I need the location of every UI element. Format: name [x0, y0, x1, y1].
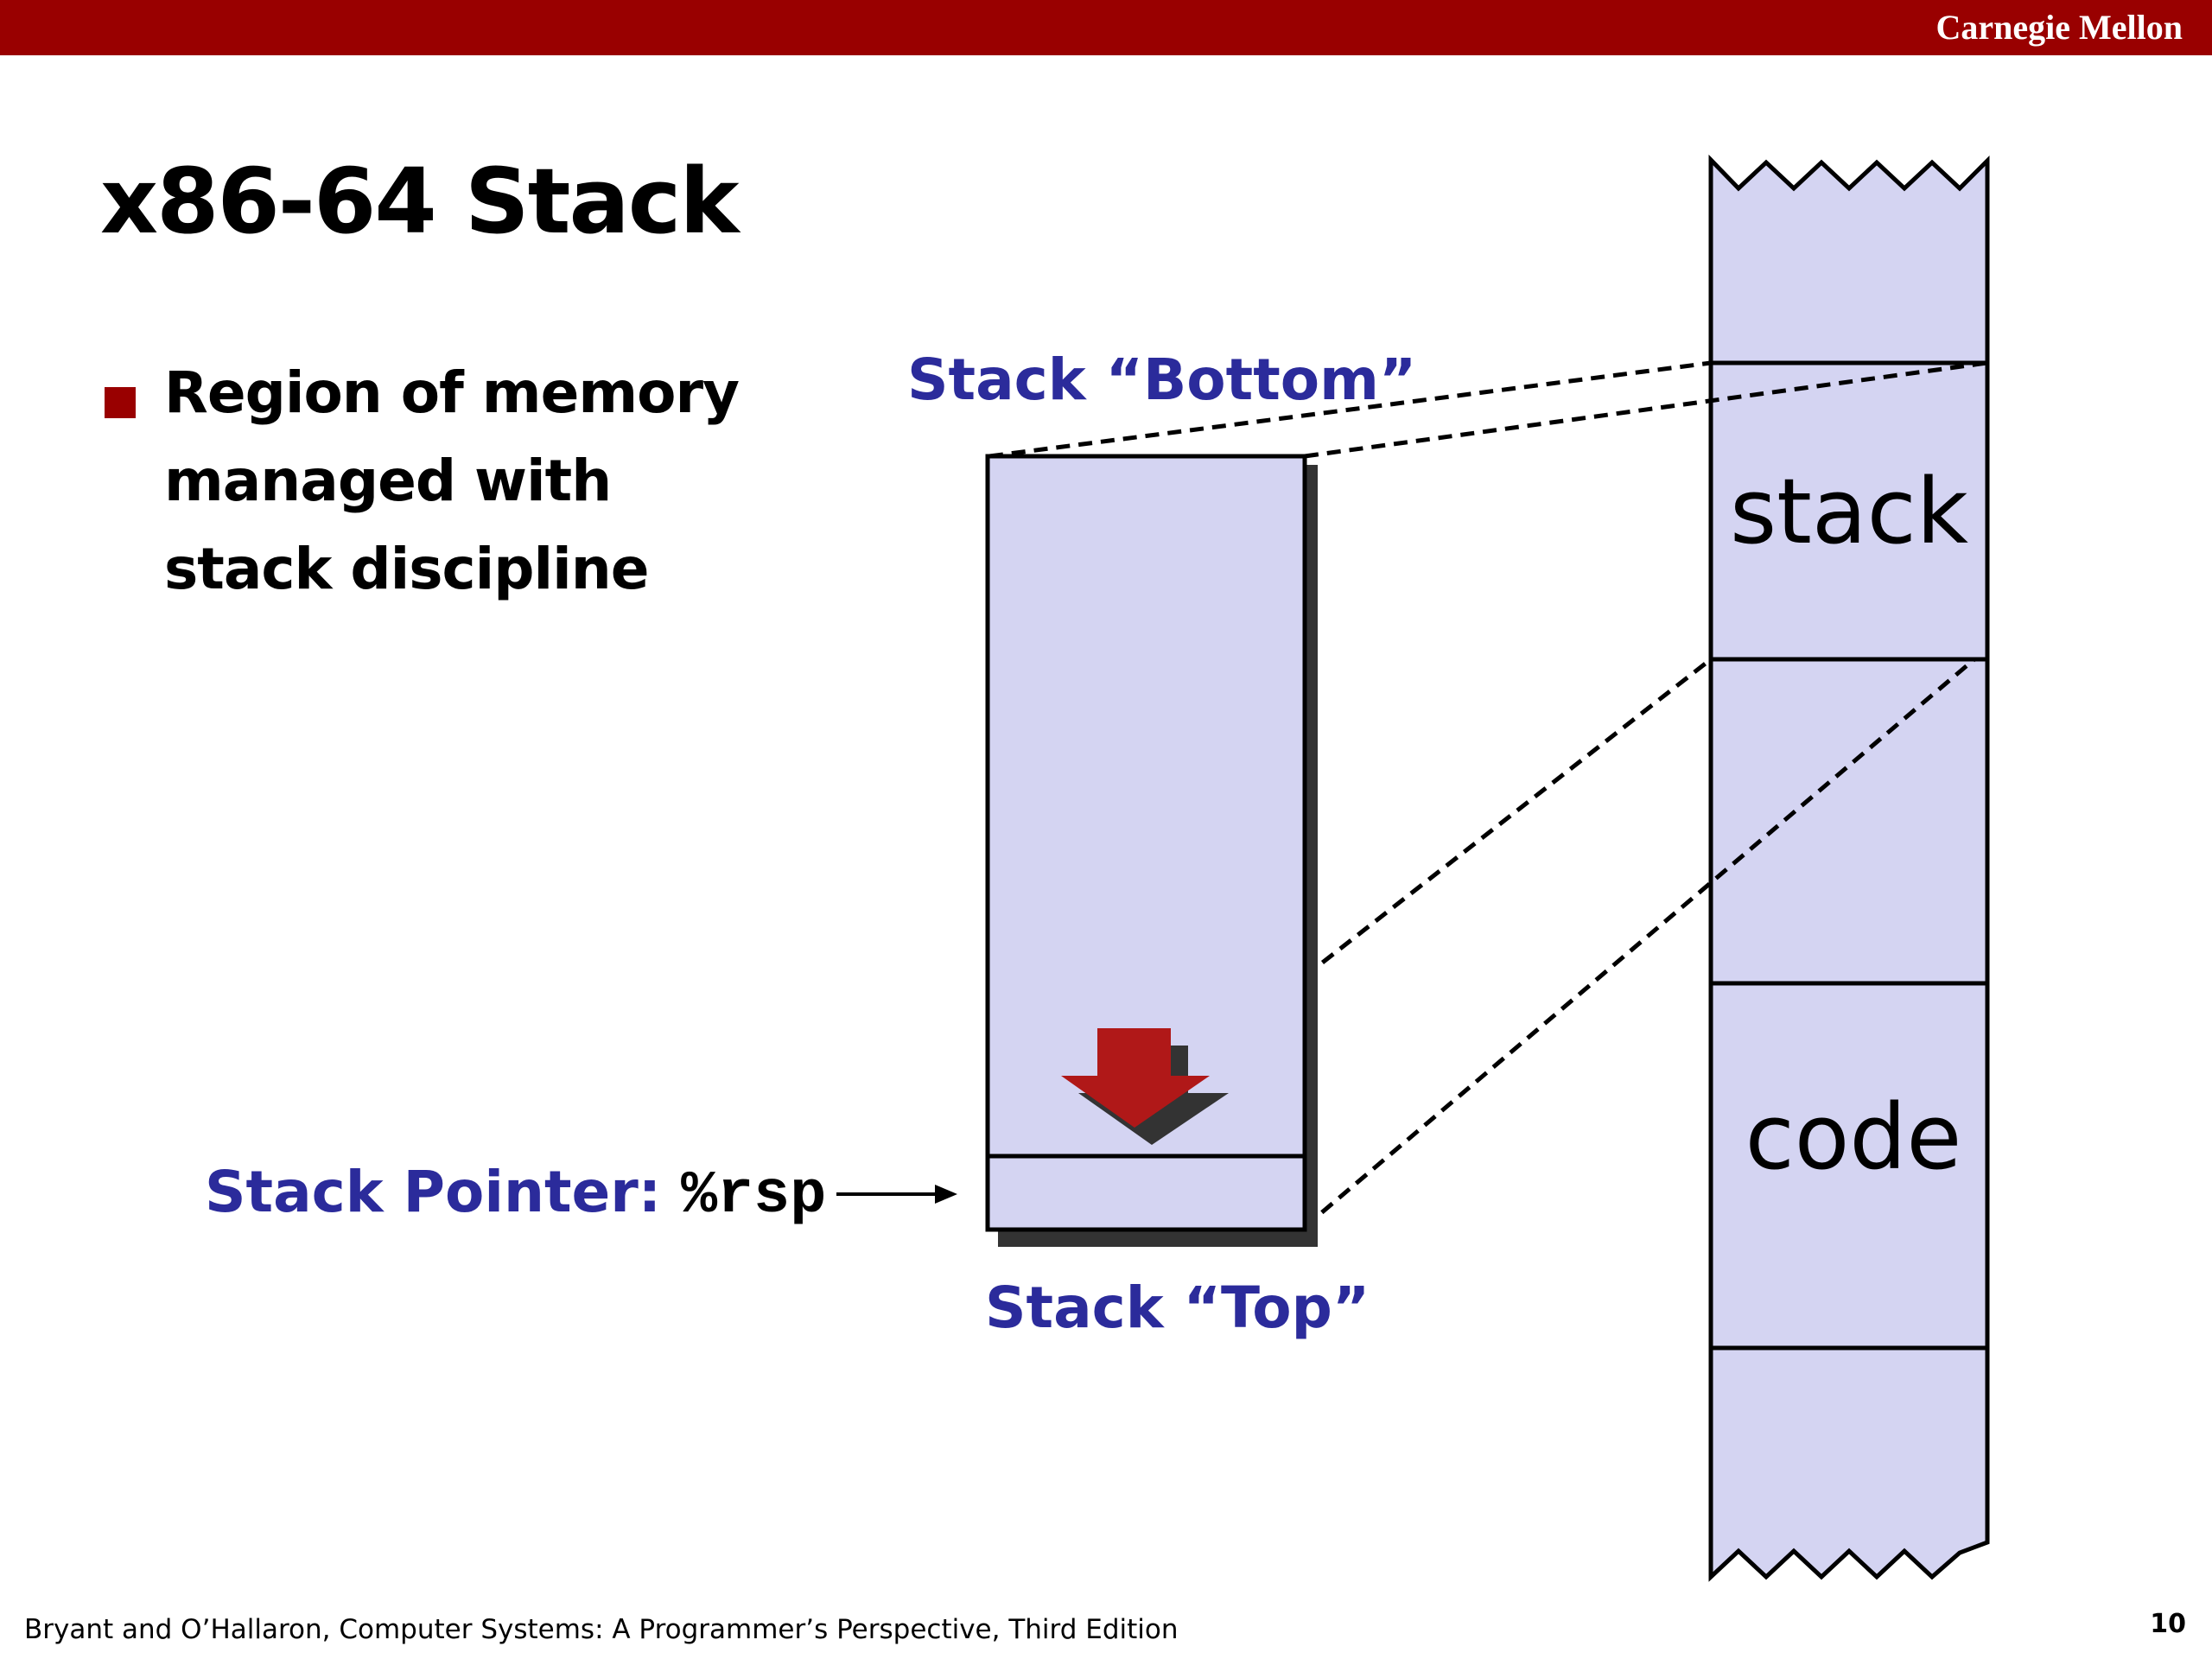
memory-column-body: [1708, 154, 1990, 1582]
footer-citation: Bryant and O’Hallaron, Computer Systems:…: [24, 1614, 1179, 1645]
stack-pointer-label: Stack Pointer: %rsp: [205, 1159, 826, 1230]
bullet-text: Region of memory managed with stack disc…: [164, 349, 838, 613]
stack-bottom-label: Stack “Bottom”: [907, 346, 1416, 413]
projection-line: [1303, 658, 1976, 1229]
projection-lines: [988, 360, 1988, 1229]
down-arrow-icon: [1061, 1028, 1229, 1145]
projection-line: [988, 360, 1712, 459]
bullet-line: managed with: [164, 448, 612, 514]
projection-line: [1304, 360, 1988, 459]
stack-pointer-register: %rsp: [681, 1162, 826, 1230]
pointer-arrow-icon: [836, 1185, 957, 1204]
memory-region-stack: stack: [1730, 459, 1968, 564]
projection-line: [1303, 658, 1713, 978]
bullet-icon: [105, 387, 136, 418]
slide-title: x86-64 Stack: [100, 149, 740, 254]
memory-column: stack code: [1708, 154, 1990, 1582]
brand-name: Carnegie Mellon: [1936, 8, 2183, 47]
memory-region-code: code: [1745, 1084, 1962, 1190]
stack-pointer-text: Stack Pointer:: [205, 1159, 681, 1225]
header-bar: Carnegie Mellon: [0, 0, 2212, 55]
bullet-line: Region of memory: [164, 359, 740, 426]
page-number: 10: [2150, 1609, 2186, 1639]
bullet-line: stack discipline: [164, 536, 650, 602]
stack-top-label: Stack “Top”: [985, 1274, 1370, 1341]
